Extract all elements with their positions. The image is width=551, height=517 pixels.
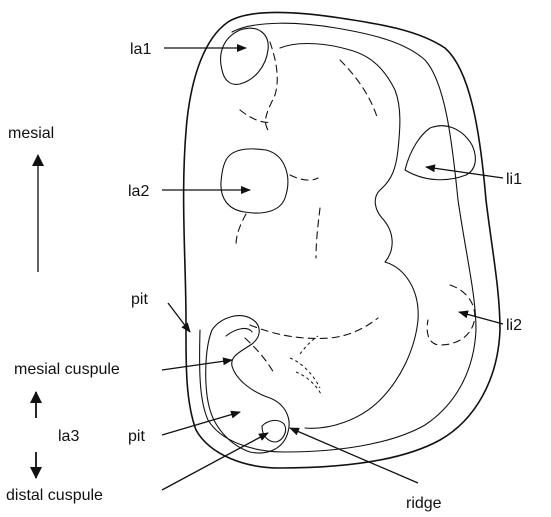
label-ridge: ridge — [406, 495, 442, 512]
label-la3: la3 — [58, 428, 79, 445]
label-pit-upper: pit — [131, 291, 148, 308]
label-mesial: mesial — [8, 125, 54, 142]
leader-mesial-cuspule — [162, 360, 232, 370]
fissure-la2-right — [290, 175, 318, 180]
leader-li2 — [459, 312, 503, 324]
fissure-lower — [250, 318, 378, 338]
label-mesial-cuspule: mesial cuspule — [14, 361, 120, 378]
label-la2: la2 — [128, 183, 149, 200]
ridge-crest — [262, 420, 286, 442]
central-basin — [280, 44, 418, 429]
leader-li1 — [426, 167, 503, 178]
leader-distal-cuspule — [162, 433, 268, 490]
label-la1: la1 — [130, 41, 151, 58]
label-li1: li1 — [506, 171, 522, 188]
fissure-right — [340, 60, 378, 120]
fissure-lower-left — [245, 338, 275, 375]
cusp-la1 — [221, 28, 269, 84]
label-li2: li2 — [506, 317, 522, 334]
fissure-la2-lower — [236, 214, 246, 245]
distal-region-inner — [226, 329, 252, 336]
cusp-li1 — [405, 126, 475, 180]
cusp-la2 — [221, 149, 288, 213]
leader-pit-lower — [162, 412, 240, 435]
inner-rim — [200, 23, 476, 452]
label-pit-lower: pit — [128, 428, 145, 445]
label-distal-cuspule: distal cuspule — [6, 487, 103, 504]
dotted-detail-a — [290, 358, 320, 388]
fissure-center — [316, 208, 320, 258]
